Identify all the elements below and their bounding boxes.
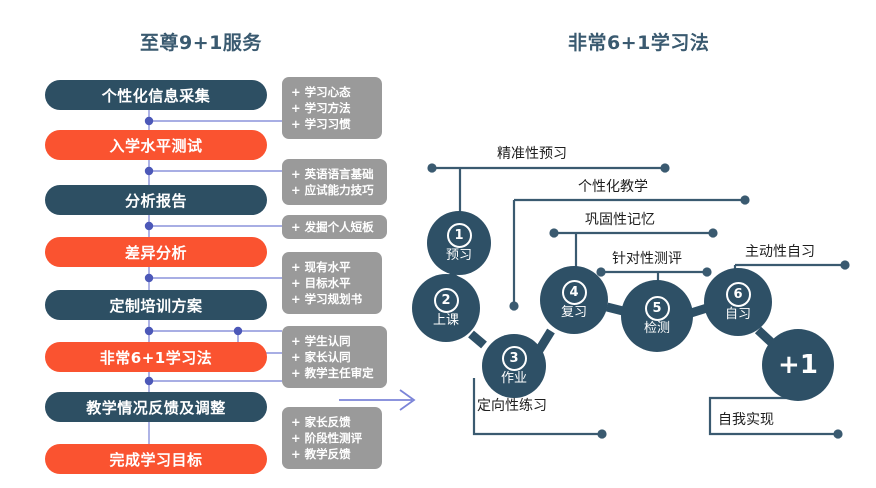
step-node-label: 预习 [445,248,472,264]
flow-step-label: 个性化信息采集 [101,86,211,105]
step-node-label: 复习 [560,305,587,321]
note-box-2: + 英语语言基础 + 应试能力技巧 [282,159,387,205]
flow-step-5[interactable]: 定制培训方案 [45,290,267,320]
right-label-6: 定向性练习 [477,398,547,414]
note-box-5: + 学生认同 + 家长认同 + 教学主任审定 [282,326,387,388]
step-node-number: 5 [644,296,670,322]
right-arrow-icon [339,389,416,411]
note-box-6: + 家长反馈 + 阶段性测评 + 教学反馈 [282,407,382,469]
note-line: + 学习规划书 [291,292,363,306]
note-line: + 发掘个人短板 [291,220,374,234]
flow-step-4[interactable]: 差异分析 [45,237,267,267]
right-label-5: 主动性自习 [745,244,815,260]
note-line: + 教学反馈 [291,447,351,461]
step-node-2[interactable]: 2 上课 [412,274,480,342]
step-node-number: 6 [725,282,751,308]
step-node-label: 检测 [643,321,670,337]
step-node-3[interactable]: 3 作业 [482,334,546,398]
flow-step-label: 非常6+1学习法 [99,348,213,367]
step-node-5[interactable]: 5 检测 [621,280,693,352]
step-node-number: +1 [778,350,818,380]
step-node-4[interactable]: 4 复习 [540,266,608,334]
right-label-1: 精准性预习 [497,146,567,162]
flow-step-label: 完成学习目标 [109,450,203,469]
note-box-4: + 现有水平 + 目标水平 + 学习规划书 [282,252,382,314]
note-line: + 应试能力技巧 [291,183,374,197]
right-label-7: 自我实现 [718,412,774,428]
step-node-label: 作业 [500,371,527,387]
step-node-number: 2 [433,288,459,314]
right-label-2: 个性化教学 [578,179,648,195]
right-label-4: 针对性测评 [612,251,682,267]
step-node-plus-one[interactable]: +1 [762,329,834,401]
note-line: + 家长认同 [291,350,351,364]
flow-step-6[interactable]: 非常6+1学习法 [45,342,267,372]
step-node-number: 3 [501,346,527,372]
step-node-1[interactable]: 1 预习 [427,211,491,275]
note-line: + 学生认同 [291,334,351,348]
note-line: + 学习方法 [291,101,351,115]
note-line: + 目标水平 [291,276,351,290]
flow-step-8[interactable]: 完成学习目标 [45,444,267,474]
flow-step-label: 定制培训方案 [109,296,203,315]
note-box-3: + 发掘个人短板 [282,215,387,239]
flow-step-label: 入学水平测试 [109,136,203,155]
flow-step-2[interactable]: 入学水平测试 [45,130,267,160]
note-line: + 教学主任审定 [291,366,374,380]
flow-step-label: 分析报告 [124,191,187,210]
note-line: + 学习心态 [291,85,351,99]
note-line: + 英语语言基础 [291,167,374,181]
note-line: + 阶段性测评 [291,431,363,445]
left-section-title: 至尊9+1服务 [140,32,262,54]
note-box-1: + 学习心态 + 学习方法 + 学习习惯 [282,77,382,139]
note-line: + 学习习惯 [291,117,351,131]
step-node-6[interactable]: 6 自习 [704,268,772,336]
step-node-label: 自习 [724,307,751,323]
step-node-label: 上课 [432,313,459,329]
flow-step-3[interactable]: 分析报告 [45,185,267,215]
flow-step-label: 教学情况反馈及调整 [86,398,226,417]
step-node-number: 4 [561,280,587,306]
flow-step-label: 差异分析 [124,243,187,262]
right-label-3: 巩固性记忆 [585,212,655,228]
flow-step-1[interactable]: 个性化信息采集 [45,80,267,110]
step-node-number: 1 [446,223,472,249]
note-line: + 现有水平 [291,260,351,274]
flow-step-7[interactable]: 教学情况反馈及调整 [45,392,267,422]
note-line: + 家长反馈 [291,415,351,429]
right-section-title: 非常6+1学习法 [568,32,710,54]
